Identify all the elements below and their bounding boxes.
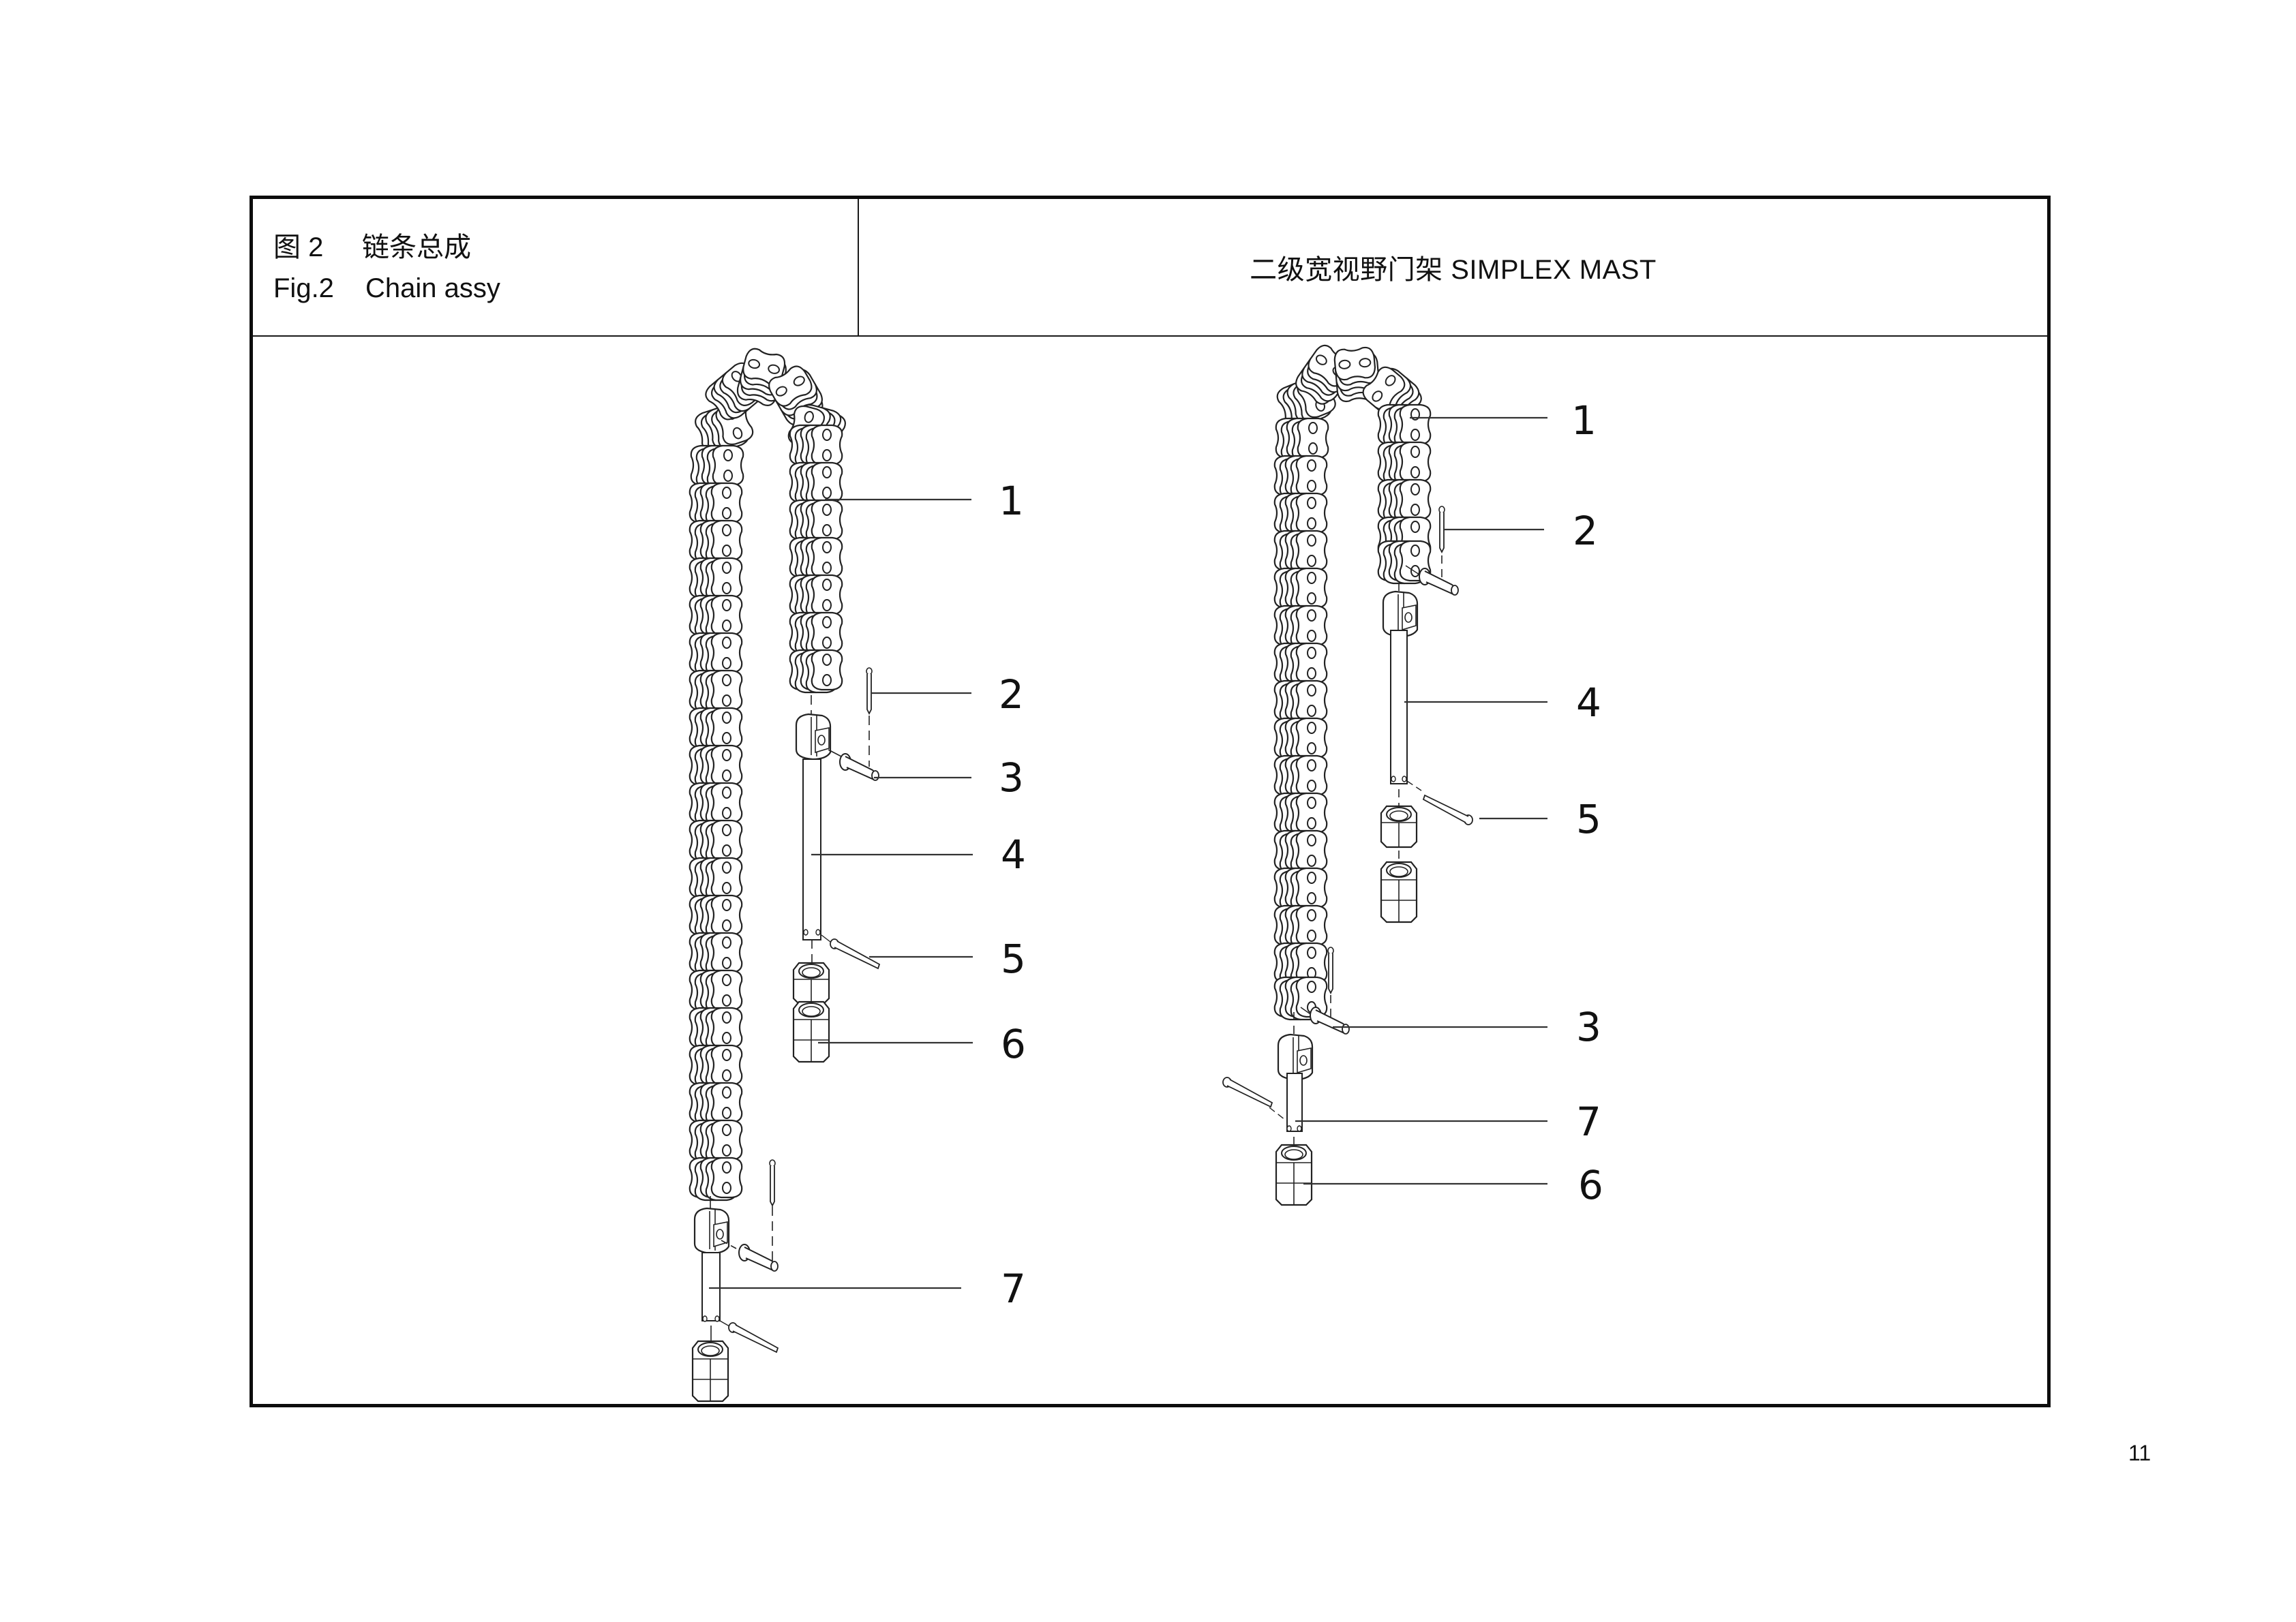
figure-number-en: Fig.2 [273,273,334,303]
title-block: 图 2 链条总成 Fig.2 Chain assy 二级宽视野门架 SIMPLEX … [253,199,2047,337]
figure-number-cn: 图 2 [273,232,324,262]
figure-caption-en: Fig.2 Chain assy [273,273,500,304]
figure-title-en: Chain assy [365,273,500,303]
figure-caption-cell: 图 2 链条总成 Fig.2 Chain assy [253,199,859,335]
page-number: 11 [2128,1441,2151,1465]
figure-title-cn: 链条总成 [362,232,471,262]
document-title: 二级宽视野门架 SIMPLEX MAST [1250,255,1657,285]
document-title-cell: 二级宽视野门架 SIMPLEX MAST [859,199,2047,335]
drawing-frame: 图 2 链条总成 Fig.2 Chain assy 二级宽视野门架 SIMPLEX … [250,196,2051,1407]
figure-caption-cn: 图 2 链条总成 [273,232,471,263]
